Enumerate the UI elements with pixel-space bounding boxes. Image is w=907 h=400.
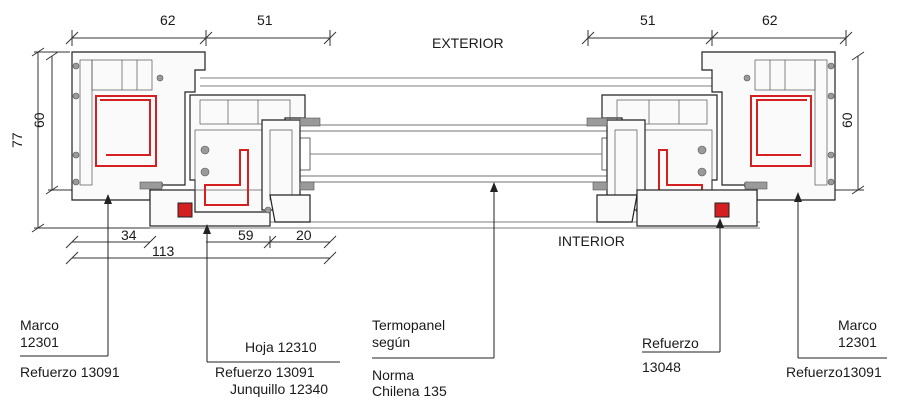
right-sash-profile bbox=[586, 94, 718, 223]
dim-60-right: 60 bbox=[839, 112, 855, 128]
dim-34: 34 bbox=[121, 227, 137, 243]
dim-113: 113 bbox=[152, 243, 175, 259]
dim-20: 20 bbox=[296, 227, 312, 243]
termopanel-segun: según bbox=[372, 334, 410, 350]
marco-left-label: Marco bbox=[20, 317, 59, 333]
bottom-dimensions: INTERIOR 34 59 20 113 bbox=[65, 227, 625, 265]
dim-51-left: 51 bbox=[257, 12, 273, 28]
dim-77: 77 bbox=[9, 132, 25, 148]
norma-code: Chilena 135 bbox=[372, 383, 447, 399]
termopanel-label: Termopanel bbox=[372, 317, 445, 333]
marco-right-code: 12301 bbox=[838, 334, 877, 350]
dim-62-left: 62 bbox=[160, 12, 176, 28]
interior-label: INTERIOR bbox=[558, 233, 625, 249]
norma-label: Norma bbox=[372, 367, 414, 383]
marco-right-label: Marco bbox=[838, 317, 877, 333]
leader-lines bbox=[20, 182, 887, 363]
refuerzo-right-bottom-label: Refuerzo13091 bbox=[786, 364, 882, 380]
junquillo-label: Junquillo 12340 bbox=[230, 381, 328, 397]
refuerzo-left-label: Refuerzo 13091 bbox=[20, 364, 120, 380]
exterior-label: EXTERIOR bbox=[432, 35, 504, 51]
left-sash-profile bbox=[189, 94, 321, 223]
right-dimensions: 60 bbox=[832, 51, 865, 195]
dim-59: 59 bbox=[238, 227, 254, 243]
left-dimensions: 77 60 bbox=[9, 47, 150, 233]
hoja-refuerzo-label: Refuerzo 13091 bbox=[215, 364, 315, 380]
hoja-label: Hoja 12310 bbox=[245, 339, 317, 355]
top-dimensions: 62 51 51 62 EXTERIOR bbox=[65, 12, 853, 51]
right-frame-profile bbox=[636, 51, 836, 227]
refuerzo-right-code: 13048 bbox=[642, 359, 681, 375]
dim-60-left: 60 bbox=[31, 112, 47, 128]
refuerzo-right-label: Refuerzo bbox=[642, 335, 699, 351]
marco-left-code: 12301 bbox=[20, 334, 59, 350]
callout-labels: Marco 12301 Refuerzo 13091 Hoja 12310 Re… bbox=[20, 317, 882, 399]
dim-51-right: 51 bbox=[640, 12, 656, 28]
dim-62-right: 62 bbox=[762, 12, 778, 28]
